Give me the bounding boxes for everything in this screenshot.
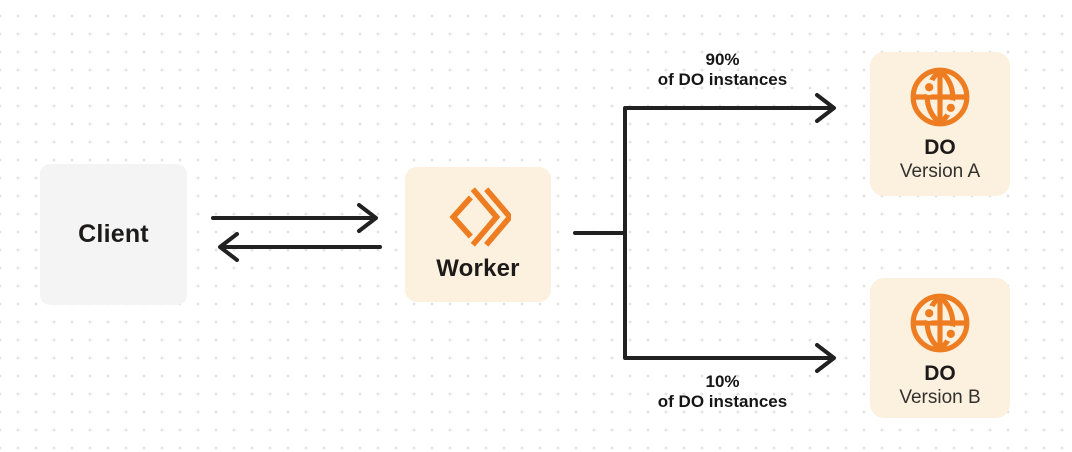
workers-chevron-icon xyxy=(449,187,511,247)
do-version-a-node: DO Version A xyxy=(870,52,1010,196)
arrowhead-to-do-a-icon xyxy=(815,93,836,123)
globe-icon xyxy=(910,67,970,127)
do-a-subtitle: Version A xyxy=(899,161,981,182)
branch-caption: of DO instances xyxy=(657,392,788,411)
client-label: Client xyxy=(78,220,149,248)
branch-percent: 10% xyxy=(705,372,740,391)
do-b-title: DO xyxy=(924,362,956,385)
branch-caption: of DO instances xyxy=(657,70,788,89)
worker-node: Worker xyxy=(405,167,551,302)
arrowhead-to-do-b-icon xyxy=(815,343,836,373)
branch-label-10: 10% of DO instances xyxy=(620,372,825,412)
arrowhead-right-icon xyxy=(357,203,378,233)
do-version-b-node: DO Version B xyxy=(870,278,1010,418)
client-node: Client xyxy=(40,164,187,305)
branch-split-line xyxy=(623,106,832,360)
branch-label-90: 90% of DO instances xyxy=(620,50,825,90)
arrowhead-left-icon xyxy=(218,232,239,262)
globe-icon xyxy=(910,293,970,353)
do-b-subtitle: Version B xyxy=(899,387,981,408)
do-a-title: DO xyxy=(924,136,956,159)
worker-label: Worker xyxy=(436,255,520,282)
branch-percent: 90% xyxy=(705,50,740,69)
